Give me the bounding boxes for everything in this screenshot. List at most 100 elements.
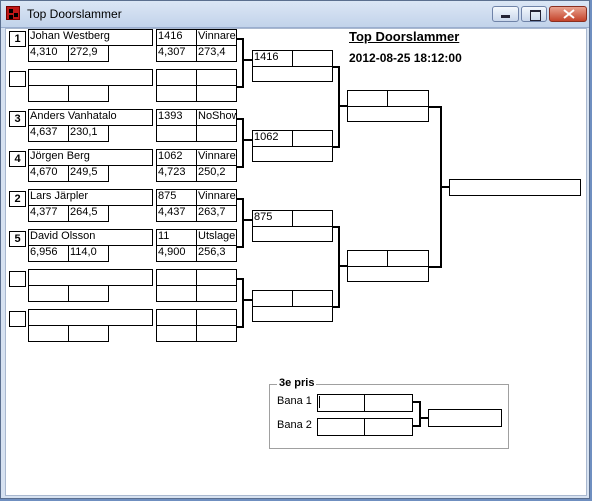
bracket-line xyxy=(237,198,244,200)
bracket-line xyxy=(419,401,421,427)
driver-name[interactable]: Lars Järpler xyxy=(28,189,153,206)
bracket-line xyxy=(333,66,340,68)
driver-name[interactable] xyxy=(28,309,153,326)
elapsed-time: 4,723 xyxy=(156,165,197,182)
trap-speed: 256,3 xyxy=(196,245,237,262)
quarterfinal-bottom[interactable] xyxy=(252,226,333,242)
reaction-time xyxy=(28,325,69,342)
reaction-time: 4,670 xyxy=(28,165,69,182)
bracket-line xyxy=(242,139,252,141)
race-result xyxy=(196,269,237,286)
race-result: Vinnare xyxy=(196,189,237,206)
seed-number: 5 xyxy=(9,231,26,247)
elapsed-time: 4,900 xyxy=(156,245,197,262)
race-time: 875 xyxy=(156,189,197,206)
driver-name[interactable]: Anders Vanhatalo xyxy=(28,109,153,126)
bracket-line xyxy=(333,146,340,148)
seed-number: 1 xyxy=(9,31,26,47)
reaction-time xyxy=(28,85,69,102)
top-speed xyxy=(68,85,109,102)
elapsed-time xyxy=(156,125,197,142)
bracket-line xyxy=(440,186,449,188)
seed-number: 4 xyxy=(9,151,26,167)
final-winner-slot[interactable] xyxy=(449,179,581,196)
driver-name[interactable]: Johan Westberg xyxy=(28,29,153,46)
reaction-time: 6,956 xyxy=(28,245,69,262)
race-result: Vinnare xyxy=(196,149,237,166)
top-speed: 249,5 xyxy=(68,165,109,182)
top-speed: 230,1 xyxy=(68,125,109,142)
lane1-field[interactable] xyxy=(317,394,365,412)
semifinal-slot[interactable] xyxy=(347,106,429,122)
race-time: 1393 xyxy=(156,109,197,126)
driver-name[interactable] xyxy=(28,269,153,286)
reaction-time: 4,377 xyxy=(28,205,69,222)
quarterfinal-time: 875 xyxy=(252,210,293,227)
close-icon xyxy=(563,9,575,19)
seed-number xyxy=(9,311,26,327)
quarterfinal-time: 1062 xyxy=(252,130,293,147)
top-speed: 272,9 xyxy=(68,45,109,62)
seed-number: 3 xyxy=(9,111,26,127)
quarterfinal-result[interactable] xyxy=(292,130,333,147)
semifinal-slot[interactable] xyxy=(387,250,429,267)
quarterfinal-result[interactable] xyxy=(292,210,333,227)
top-speed: 114,0 xyxy=(68,245,109,262)
event-datetime: 2012-08-25 18:12:00 xyxy=(349,51,462,65)
maximize-button[interactable] xyxy=(521,6,547,22)
lane2-field[interactable] xyxy=(317,418,365,436)
bracket-line xyxy=(242,219,252,221)
bracket-line xyxy=(237,246,244,248)
bracket-line xyxy=(237,326,244,328)
bracket-line xyxy=(338,105,347,107)
quarterfinal-bottom[interactable] xyxy=(252,66,333,82)
maximize-icon xyxy=(530,10,541,21)
lane1-label: Bana 1 xyxy=(277,395,312,407)
quarterfinal-result[interactable] xyxy=(292,290,333,307)
bracket-line xyxy=(338,265,347,267)
semifinal-slot[interactable] xyxy=(347,90,388,107)
semifinal-slot[interactable] xyxy=(347,250,388,267)
minimize-button[interactable] xyxy=(492,6,519,22)
bracket-line xyxy=(237,278,244,280)
reaction-time: 4,310 xyxy=(28,45,69,62)
bracket-line xyxy=(237,166,244,168)
quarterfinal-result[interactable] xyxy=(292,50,333,67)
close-button[interactable] xyxy=(549,6,587,22)
third-place-legend: 3e pris xyxy=(277,377,317,389)
bracket-line xyxy=(333,306,340,308)
trap-speed: 273,4 xyxy=(196,45,237,62)
semifinal-slot[interactable] xyxy=(387,90,429,107)
race-time: 11 xyxy=(156,229,197,246)
title-bar[interactable]: Top Doorslammer xyxy=(1,1,589,28)
bracket-line xyxy=(413,425,421,427)
bracket-line xyxy=(242,198,244,248)
race-time xyxy=(156,309,197,326)
driver-name[interactable]: David Olsson xyxy=(28,229,153,246)
quarterfinal-time: 1416 xyxy=(252,50,293,67)
race-result: Vinnare xyxy=(196,29,237,46)
app-icon xyxy=(6,6,20,20)
driver-name[interactable] xyxy=(28,69,153,86)
seed-number xyxy=(9,71,26,87)
reaction-time xyxy=(28,285,69,302)
bracket-line xyxy=(237,38,244,40)
elapsed-time: 4,307 xyxy=(156,45,197,62)
quarterfinal-bottom[interactable] xyxy=(252,146,333,162)
driver-name[interactable]: Jörgen Berg xyxy=(28,149,153,166)
bracket-line xyxy=(419,417,428,419)
semifinal-slot[interactable] xyxy=(347,266,429,282)
elapsed-time: 4,437 xyxy=(156,205,197,222)
bracket-line xyxy=(338,66,340,148)
seed-number xyxy=(9,271,26,287)
quarterfinal-bottom[interactable] xyxy=(252,306,333,322)
bracket-line xyxy=(242,59,252,61)
third-place-winner-field[interactable] xyxy=(428,409,502,427)
bracket-line xyxy=(242,299,252,301)
lane1-time-field[interactable] xyxy=(364,394,413,412)
race-time: 1062 xyxy=(156,149,197,166)
top-speed: 264,5 xyxy=(68,205,109,222)
lane2-time-field[interactable] xyxy=(364,418,413,436)
text-cursor xyxy=(319,396,320,408)
